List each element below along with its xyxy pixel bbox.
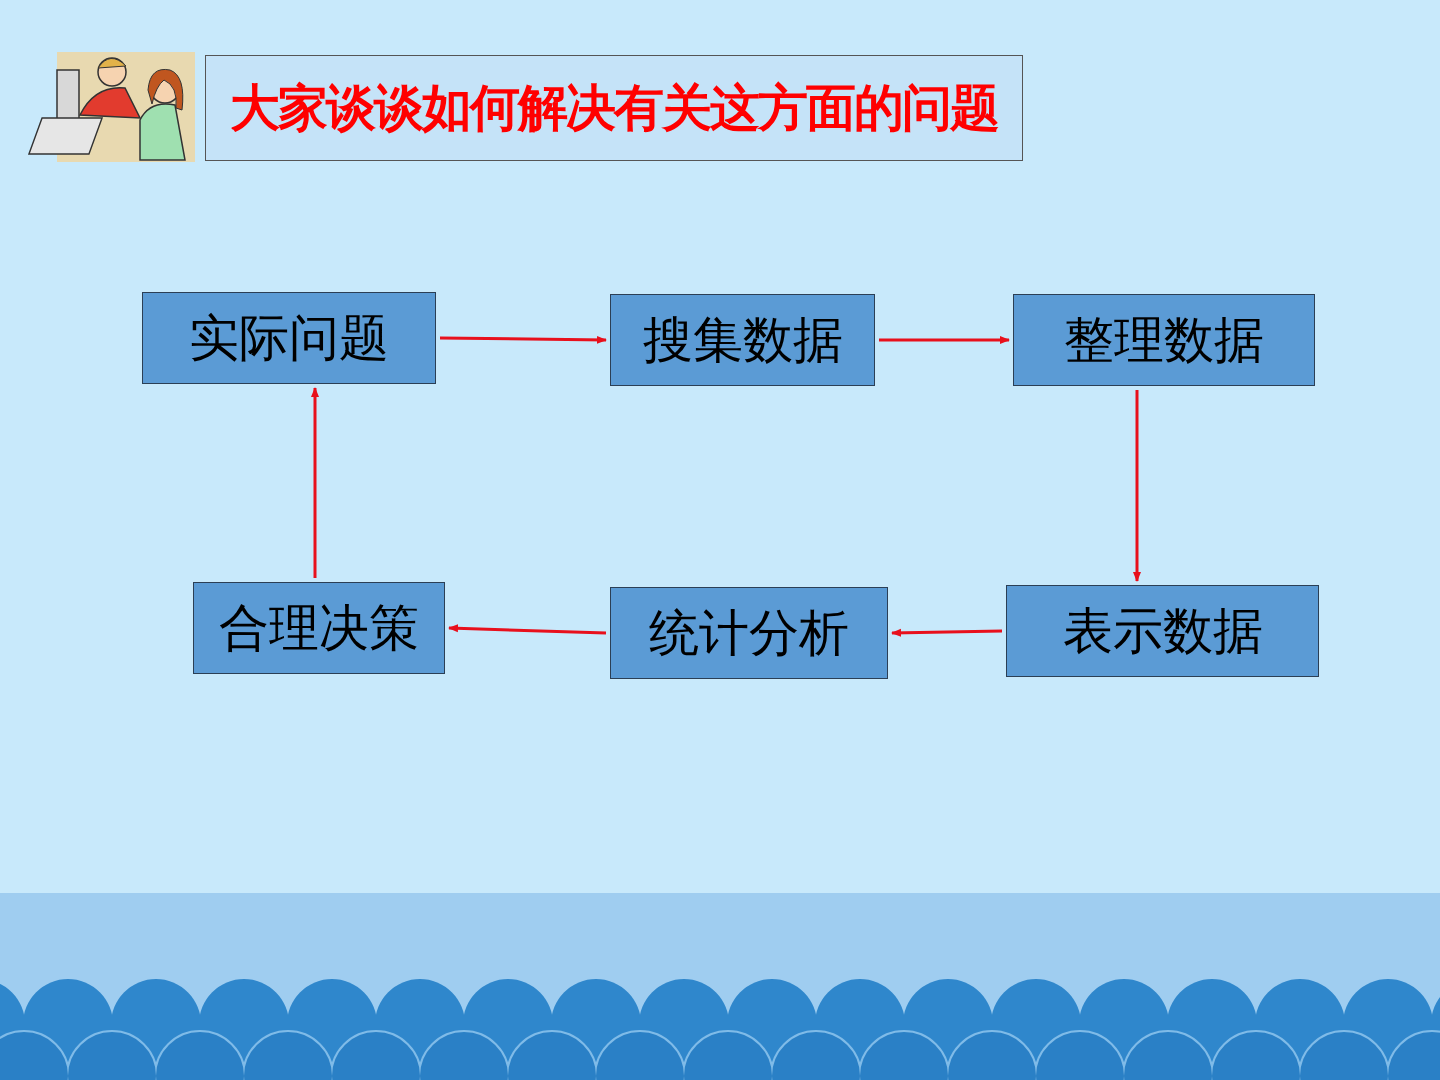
process-box: 统计分析: [610, 587, 888, 679]
flow-arrow: [892, 631, 1002, 633]
scallop-row: [0, 1030, 1440, 1080]
title-text: 大家谈谈如何解决有关这方面的问题: [230, 75, 998, 142]
flow-arrow: [440, 338, 606, 340]
computer-illustration: [29, 52, 195, 162]
box-label: 整理数据: [1064, 313, 1264, 368]
flow-arrow: [879, 339, 1009, 342]
bottom-band: [0, 893, 1440, 1080]
box-label: 搜集数据: [643, 313, 843, 368]
process-box: 实际问题: [142, 292, 436, 384]
process-box: 合理决策: [193, 582, 445, 674]
box-label: 合理决策: [219, 601, 419, 656]
flow-arrow: [314, 388, 317, 578]
process-box: 整理数据: [1013, 294, 1315, 386]
scallop-row: [0, 978, 1440, 1080]
title-box: 大家谈谈如何解决有关这方面的问题: [205, 55, 1023, 161]
flow-arrow: [1136, 390, 1139, 581]
process-box: 搜集数据: [610, 294, 875, 386]
flow-arrow: [449, 628, 606, 633]
box-label: 表示数据: [1063, 604, 1263, 659]
box-label: 实际问题: [189, 311, 389, 366]
box-label: 统计分析: [649, 606, 849, 661]
process-box: 表示数据: [1006, 585, 1319, 677]
